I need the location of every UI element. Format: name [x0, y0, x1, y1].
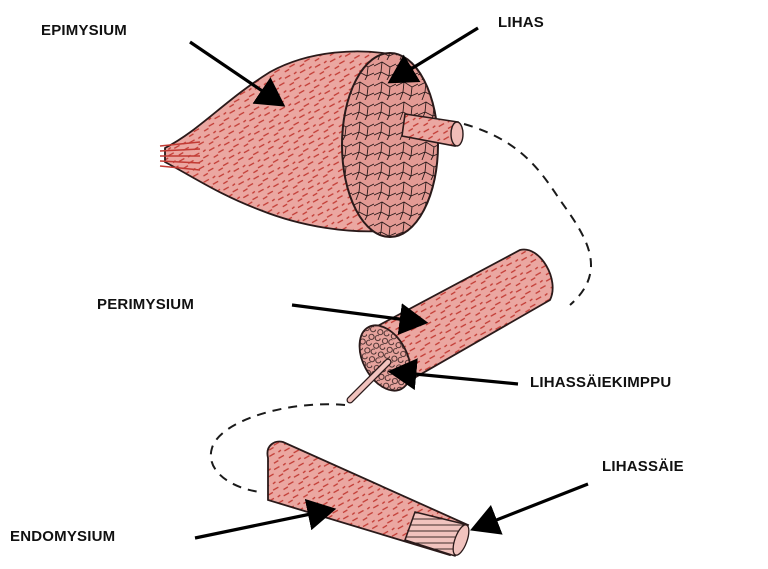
arrow-icon: [190, 42, 280, 103]
label-lihas: LIHAS: [498, 14, 544, 31]
label-epimysium: EPIMYSIUM: [41, 22, 127, 39]
muscle-fiber: [267, 442, 472, 558]
arrow-icon: [393, 28, 478, 80]
label-perimysium: PERIMYSIUM: [97, 296, 194, 313]
label-endomysium: ENDOMYSIUM: [10, 528, 115, 545]
label-lihassaie: LIHASSÄIE: [602, 458, 684, 475]
label-lihassaiekimppu: LIHASSÄIEKIMPPU: [530, 374, 671, 391]
arrow-icon: [476, 484, 588, 528]
arrow-icon: [195, 510, 330, 538]
